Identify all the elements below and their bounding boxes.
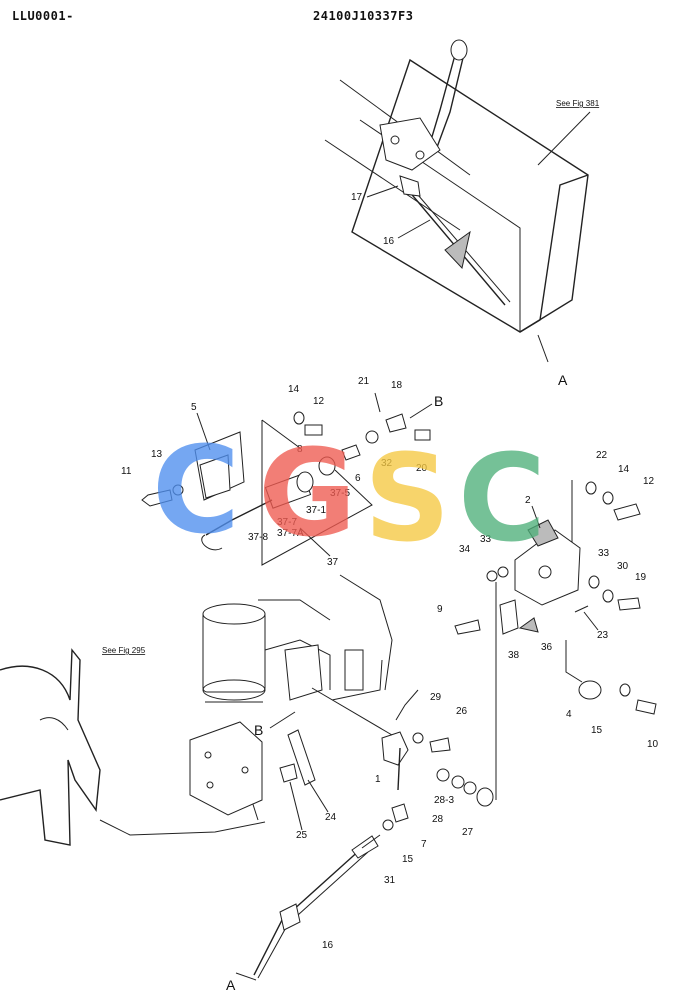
callout-15-right: 15 — [591, 725, 603, 736]
callout-37-8: 37-8 — [248, 532, 268, 543]
callout-25: 25 — [296, 830, 308, 841]
callout-B-mid: B — [254, 722, 263, 738]
callout-5: 5 — [191, 402, 197, 413]
callout-37-7: 37-7 — [277, 517, 297, 528]
callout-12-right: 12 — [643, 476, 655, 487]
callout-15-lower: 15 — [402, 854, 414, 865]
ref-see-fig-381: See Fig 381 — [556, 99, 600, 108]
callout-23: 23 — [597, 630, 609, 641]
callout-33-right: 33 — [598, 548, 610, 559]
callout-37-1: 37-1 — [306, 505, 326, 516]
callout-14-right: 14 — [618, 464, 630, 475]
callout-38: 38 — [508, 650, 520, 661]
watermark-letter-4: C — [458, 430, 546, 569]
callout-11: 11 — [121, 466, 132, 477]
callout-33-left: 33 — [480, 534, 492, 545]
watermark-letter-1: C — [152, 422, 240, 561]
callout-16-upper: 16 — [383, 236, 395, 247]
callout-24: 24 — [325, 812, 337, 823]
header-left-code: LLU0001- — [12, 9, 74, 23]
callout-1: 1 — [375, 774, 381, 785]
callout-20: 20 — [416, 463, 428, 474]
callout-32: 32 — [381, 458, 393, 469]
callout-6: 6 — [355, 473, 361, 484]
callout-12-left: 12 — [313, 396, 325, 407]
callout-14-left: 14 — [288, 384, 300, 395]
callout-37-5: 37-5 — [330, 488, 350, 499]
callout-27: 27 — [462, 827, 474, 838]
watermark-letter-2: G — [258, 425, 357, 564]
callout-36: 36 — [541, 642, 553, 653]
watermark-letter-3: S — [364, 430, 450, 569]
callout-17: 17 — [351, 192, 363, 203]
callout-28: 28 — [432, 814, 444, 825]
solenoid-assembly — [141, 392, 431, 566]
callout-26: 26 — [456, 706, 468, 717]
callout-34: 34 — [459, 544, 471, 555]
callout-8: 8 — [297, 444, 303, 455]
callout-18: 18 — [391, 380, 403, 391]
governor-housing-assembly — [454, 480, 657, 800]
callout-B-top: B — [434, 393, 443, 409]
callout-29: 29 — [430, 692, 442, 703]
callout-22: 22 — [596, 450, 608, 461]
callout-19: 19 — [635, 572, 647, 583]
callout-9: 9 — [437, 604, 443, 615]
callout-7: 7 — [421, 839, 427, 850]
callout-21: 21 — [358, 376, 370, 387]
ref-see-fig-295: See Fig 295 — [102, 646, 146, 655]
callout-37: 37 — [327, 557, 339, 568]
callout-A-bottom: A — [226, 977, 236, 993]
callout-31: 31 — [384, 875, 396, 886]
callout-30: 30 — [617, 561, 629, 572]
callout-10: 10 — [647, 739, 659, 750]
callout-37-7A: 37-7A — [277, 528, 304, 539]
callout-28-3: 28-3 — [434, 795, 454, 806]
watermark: C G S C — [152, 422, 546, 569]
callout-A-top: A — [558, 372, 568, 388]
callout-4: 4 — [566, 709, 572, 720]
callout-2: 2 — [525, 495, 531, 506]
header-center-code: 24100J10337F3 — [313, 9, 414, 23]
callout-16-lower: 16 — [322, 940, 334, 951]
engine-assembly — [0, 574, 494, 979]
callout-13: 13 — [151, 449, 163, 460]
upper-panel-assembly — [324, 39, 589, 363]
